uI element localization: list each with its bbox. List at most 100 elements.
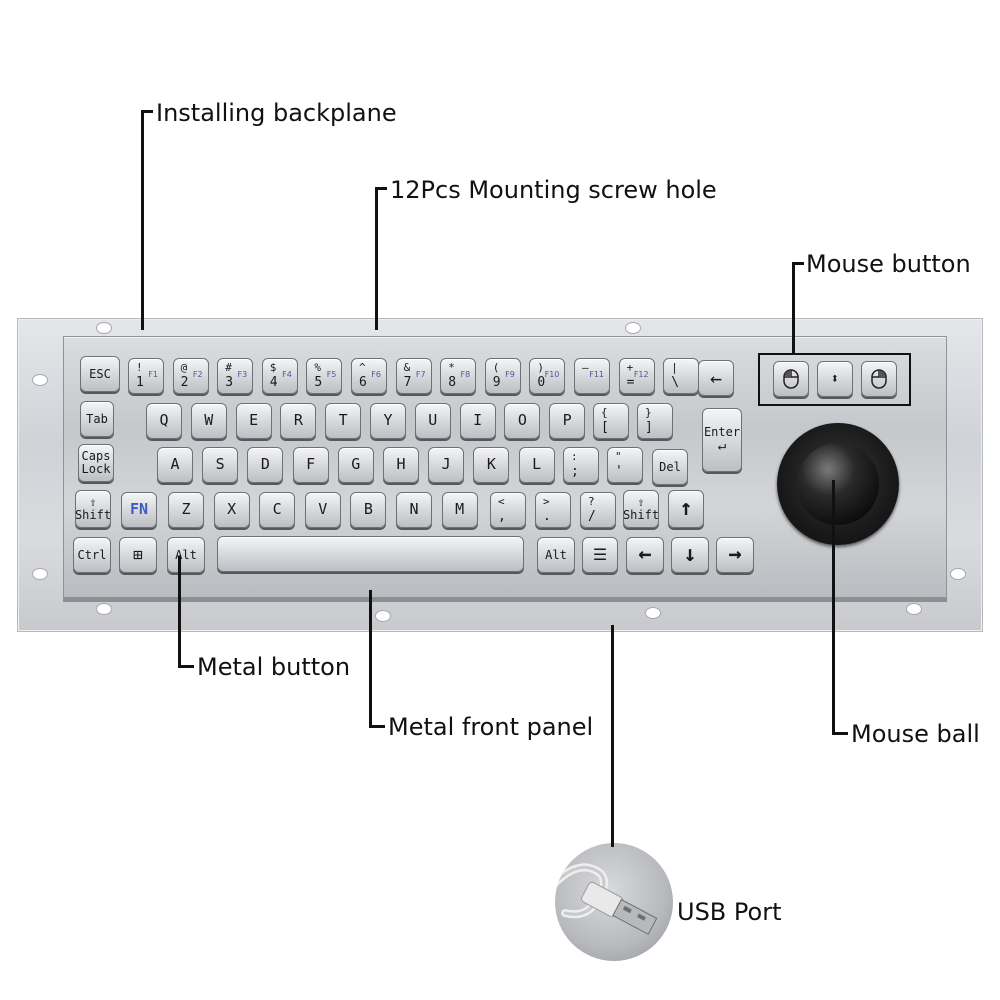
key-letter[interactable]: A — [157, 447, 193, 483]
key-letter[interactable]: X — [213, 492, 250, 528]
key-letter[interactable]: I — [459, 403, 496, 439]
mouse-right-button[interactable] — [861, 361, 897, 397]
key-number-11[interactable]: —F11 — [574, 358, 610, 394]
key-fn-label: F9 — [505, 370, 515, 379]
mouse-left-button[interactable] — [773, 361, 809, 397]
key-letter-label: V — [318, 500, 328, 519]
enter-arrow-icon: ↵ — [717, 437, 727, 454]
key-shift-char: ) — [537, 361, 545, 374]
key-enter[interactable]: Enter ↵ — [702, 408, 742, 472]
key-letter[interactable]: L — [518, 447, 555, 483]
mouse-ball[interactable] — [797, 443, 879, 525]
key-comma[interactable]: < , — [490, 492, 526, 528]
key-slash[interactable]: ? / — [580, 492, 616, 528]
key-fn-label: F7 — [415, 370, 426, 379]
key-letter[interactable]: B — [350, 492, 387, 528]
key-arrow-up[interactable]: ↑ — [668, 490, 704, 528]
key-letter[interactable]: F — [292, 447, 329, 483]
key-letter-label: W — [204, 411, 214, 430]
key-letter[interactable]: D — [247, 447, 284, 483]
key-letter[interactable]: O — [504, 403, 541, 439]
key-letter[interactable]: Y — [370, 403, 406, 439]
key-letter-label: E — [249, 411, 259, 430]
key-letter[interactable]: K — [473, 447, 510, 483]
key-fn[interactable]: FN — [121, 492, 157, 528]
key-letter[interactable]: P — [549, 403, 586, 439]
mounting-screw-hole — [645, 607, 661, 619]
key-menu[interactable]: ☰ — [582, 537, 618, 573]
key-letter[interactable]: Z — [168, 492, 204, 528]
label-mouse-button: Mouse button — [806, 250, 971, 278]
key-alt-left[interactable]: Alt — [167, 537, 205, 573]
shift-label: Shift — [74, 508, 112, 522]
key-letter[interactable]: C — [259, 492, 296, 528]
key-bracket-open[interactable]: { [ — [593, 403, 629, 439]
key-shift-char: | — [671, 361, 678, 374]
key-letter-label: L — [532, 455, 542, 474]
key-shift-left[interactable]: ⇧ Shift — [75, 490, 111, 528]
key-letter[interactable]: N — [396, 492, 432, 528]
key-letter-label: S — [215, 455, 225, 474]
key-arrow-right[interactable]: → — [716, 537, 754, 573]
key-letter[interactable]: G — [337, 447, 374, 483]
callout-line — [141, 110, 153, 113]
key-letter[interactable]: M — [441, 492, 478, 528]
key-arrow-down[interactable]: ↓ — [671, 537, 709, 573]
mouse-scroll-button[interactable]: ⬍ — [817, 361, 853, 397]
key-shift-char: — — [582, 361, 589, 374]
key-main-char: 5 — [314, 375, 323, 391]
key-windows[interactable]: ⊞ — [119, 537, 157, 573]
key-letter[interactable]: E — [235, 403, 272, 439]
key-letter[interactable]: U — [414, 403, 451, 439]
key-letter[interactable]: R — [280, 403, 317, 439]
key-backspace[interactable]: ← — [698, 360, 734, 396]
label-installing-backplane: Installing backplane — [156, 99, 397, 127]
key-quote[interactable]: " ' — [607, 447, 643, 483]
key-arrow-left[interactable]: ← — [626, 537, 664, 573]
key-period[interactable]: > . — [535, 492, 571, 528]
key-letter-label: I — [473, 411, 483, 430]
key-main-char: 1 — [136, 375, 144, 391]
key-letter[interactable]: H — [383, 447, 419, 483]
key-semicolon[interactable]: : ; — [563, 447, 599, 483]
key-fn-label: F6 — [371, 370, 381, 379]
key-main-char: 2 — [180, 375, 189, 391]
key-tab[interactable]: Tab — [80, 401, 114, 437]
key-letter[interactable]: Q — [146, 403, 182, 439]
key-letter[interactable]: S — [202, 447, 239, 483]
key-letter-label: N — [409, 500, 419, 519]
key-letter-label: F — [306, 455, 316, 474]
key-number-13[interactable]: |\ — [663, 358, 700, 394]
key-number-12[interactable]: +=F12 — [618, 358, 655, 394]
shift-arrow-icon: ⇧ — [89, 495, 97, 510]
key-space[interactable] — [217, 536, 524, 572]
key-letter-label: D — [260, 455, 270, 474]
key-letter[interactable]: J — [428, 447, 465, 483]
key-letter[interactable]: W — [190, 403, 227, 439]
key-letter-label: Y — [383, 411, 393, 430]
shift-label: Shift — [622, 508, 660, 522]
key-main-char: = — [626, 375, 635, 391]
key-ctrl[interactable]: Ctrl — [73, 537, 111, 573]
key-bracket-close[interactable]: } ] — [637, 403, 673, 439]
key-caps-lock[interactable]: Caps Lock — [78, 444, 114, 482]
key-letter-label: O — [517, 411, 527, 430]
key-letter[interactable]: V — [304, 492, 341, 528]
key-letter[interactable]: T — [325, 403, 362, 439]
key-del[interactable]: Del — [652, 449, 688, 485]
callout-line — [832, 480, 835, 735]
key-main-char: \ — [671, 375, 680, 391]
key-shift-right[interactable]: ⇧ Shift — [623, 490, 659, 528]
key-alt-right[interactable]: Alt — [537, 537, 575, 573]
key-esc[interactable]: ESC — [80, 356, 120, 392]
